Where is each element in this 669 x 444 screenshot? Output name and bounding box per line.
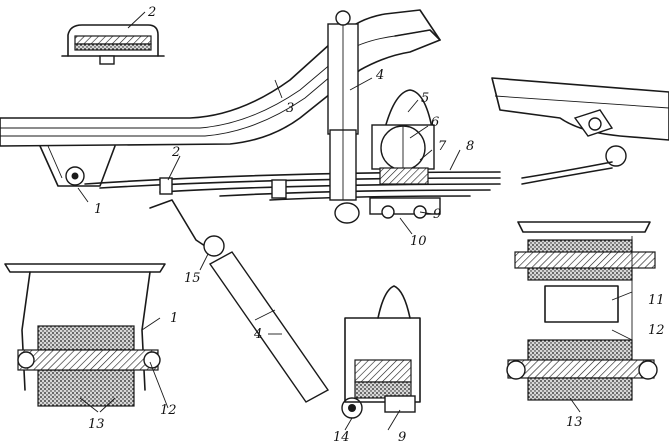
callout-4-lower: 4	[253, 327, 262, 342]
callout-9-lower: 9	[398, 430, 406, 444]
callout-1-top: 1	[94, 202, 102, 217]
callout-2-mid: 2	[171, 145, 180, 160]
callout-12-right: 12	[648, 323, 665, 338]
callout-9-top: 9	[433, 207, 441, 222]
axle-assembly	[369, 89, 441, 219]
front-spring-bracket	[39, 145, 116, 187]
callout-2-top: 2	[147, 5, 156, 20]
callout-1-lower: 1	[170, 311, 178, 326]
callout-6: 6	[431, 115, 439, 130]
callout-10: 10	[410, 234, 427, 249]
detail-bracket-2	[61, 24, 165, 65]
lower-spring-pad	[344, 285, 421, 413]
callout-5: 5	[421, 91, 429, 106]
section-view-left	[4, 263, 166, 407]
leaf-spring	[84, 171, 501, 201]
callout-3: 3	[286, 101, 294, 116]
callout-11: 11	[648, 293, 665, 308]
detail-shackle	[491, 77, 669, 185]
callout-4-top: 4	[375, 68, 384, 83]
callout-7: 7	[438, 139, 447, 154]
callout-13-right: 13	[566, 415, 583, 430]
shock-absorber-lower	[149, 199, 363, 419]
leader-lines	[77, 11, 633, 431]
callout-12-left: 12	[160, 403, 177, 418]
callout-14: 14	[333, 430, 350, 444]
callout-8: 8	[466, 139, 474, 154]
frame-rail	[0, 9, 441, 147]
callouts: 2 3 4 5 6 7 8 1 2 9 10 15 4 1 12 13 14 9…	[88, 5, 665, 444]
shock-absorber-upper	[327, 10, 360, 224]
callout-13-left: 13	[88, 417, 105, 432]
section-view-right	[506, 221, 658, 401]
callout-15: 15	[184, 271, 201, 286]
